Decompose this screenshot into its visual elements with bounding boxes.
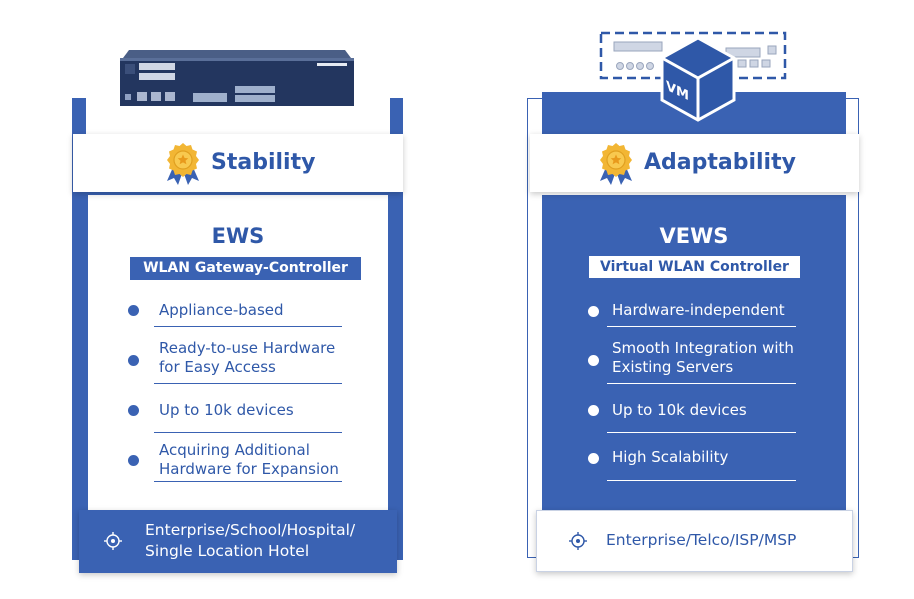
bullet-dot — [588, 355, 599, 366]
target-icon — [569, 532, 587, 550]
badge-label: Adaptability — [644, 150, 796, 175]
divider — [154, 383, 342, 384]
ews-item-3: Up to 10k devices — [159, 401, 294, 419]
bullet-dot — [588, 405, 599, 416]
divider — [607, 480, 796, 481]
divider — [607, 383, 796, 384]
award-ribbon-icon — [167, 143, 199, 185]
divider — [154, 481, 342, 482]
vews-item-3: Up to 10k devices — [612, 401, 747, 419]
bullet-dot — [588, 453, 599, 464]
ews-title: EWS — [211, 224, 265, 248]
virtual-appliance-image — [599, 31, 787, 122]
ews-footer: Enterprise/School/Hospital/ Single Locat… — [79, 510, 397, 573]
ews-item-2-line: Ready-to-use Hardware for Easy Access — [159, 339, 336, 376]
ews-item-2: Ready-to-use Hardware for Easy Access — [159, 339, 335, 377]
bullet-dot — [128, 455, 139, 466]
hardware-appliance-image — [120, 50, 354, 106]
bullet-dot — [128, 355, 139, 366]
divider — [154, 326, 342, 327]
divider — [607, 432, 796, 433]
ews-footer-text: Enterprise/School/Hospital/ Single Locat… — [145, 521, 356, 560]
divider — [607, 326, 796, 327]
ews-item-4: Acquiring Additional Hardware for Expans… — [159, 441, 339, 478]
stability-badge: Stability — [73, 134, 403, 192]
badge-label: Stability — [211, 150, 316, 175]
ews-item-1: Appliance-based — [159, 301, 284, 319]
vews-footer: Enterprise/Telco/ISP/MSP — [536, 510, 853, 572]
bullet-dot — [588, 306, 599, 317]
vews-item-1: Hardware-independent — [612, 301, 785, 319]
divider — [154, 432, 342, 433]
bullet-dot — [128, 405, 139, 416]
award-ribbon-icon — [600, 143, 632, 185]
vews-footer-text: Enterprise/Telco/ISP/MSP — [606, 531, 797, 549]
vews-item-2: Smooth Integration with Existing Servers — [612, 339, 794, 376]
vews-subtitle-tag: Virtual WLAN Controller — [589, 256, 800, 278]
vews-item-4: High Scalability — [612, 448, 729, 466]
target-icon — [104, 532, 122, 550]
ews-subtitle-tag: WLAN Gateway-Controller — [130, 257, 361, 280]
vews-title: VEWS — [659, 224, 729, 248]
bullet-dot — [128, 305, 139, 316]
adaptability-badge: Adaptability — [530, 134, 859, 192]
